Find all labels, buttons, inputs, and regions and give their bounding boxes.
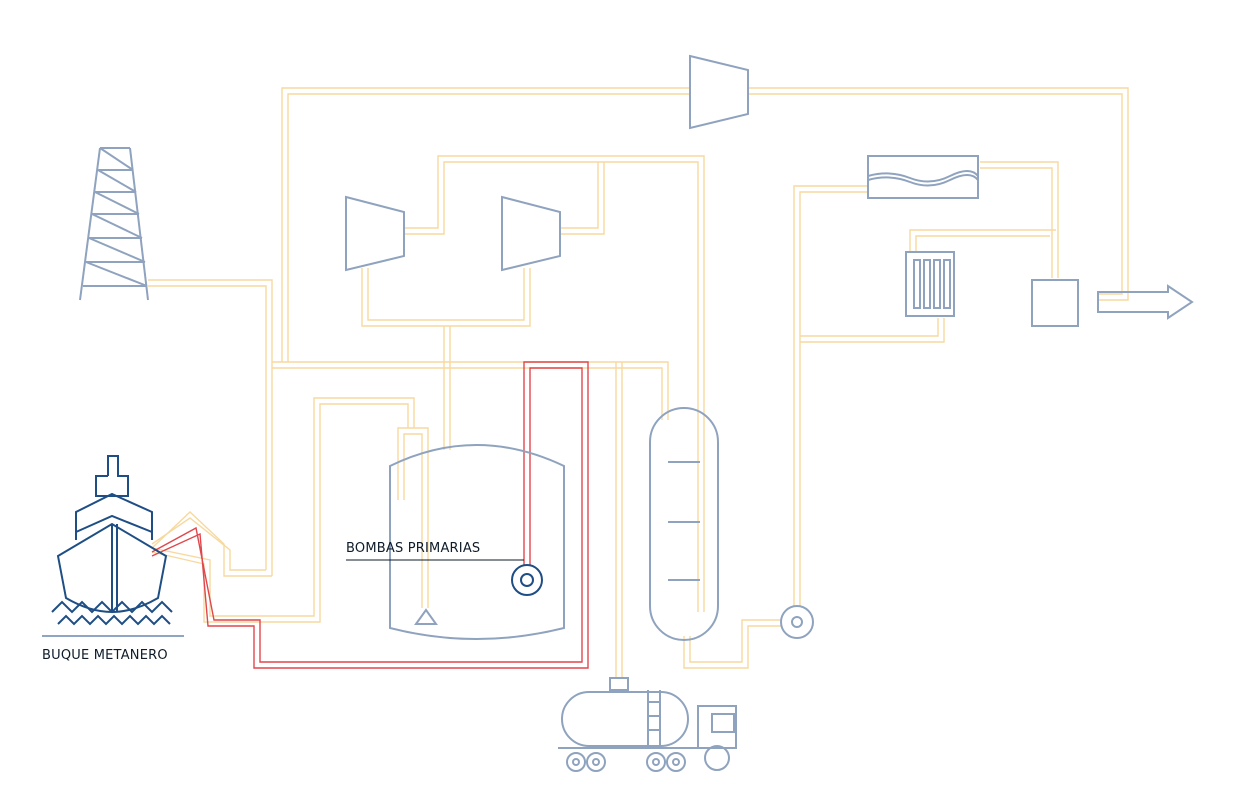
primary-pumps-label: BOMBAS PRIMARIAS [346,541,481,556]
heat-exchanger-icon [867,155,979,199]
process-line [281,87,690,362]
process-line [287,93,690,362]
pump-icon [511,564,543,596]
compressor-icon [501,195,561,272]
primary-unloading-line [151,361,589,669]
process-line [800,318,939,337]
process-line [560,162,605,235]
compressor-icon [345,195,405,272]
process-line [980,161,1059,278]
process-lines [148,87,1129,678]
process-line [915,235,1050,252]
storage-tank-icon [389,444,565,640]
process-line [151,397,415,617]
red-line [151,361,589,669]
process-line [980,167,1053,278]
tanker-truck-icon [558,677,737,772]
red-line [151,367,583,663]
process-line [799,191,868,606]
lng-carrier-ship-icon [42,455,184,637]
vaporizer-icon [905,251,955,317]
export-arrow-icon [1097,284,1194,320]
process-line [800,318,945,343]
process-line [151,511,272,577]
process-line [560,162,599,229]
process-line [748,87,1129,301]
process-line [404,161,699,612]
process-line [367,268,525,321]
metering-box-icon [1031,279,1079,327]
process-line [404,155,705,612]
process-line [148,279,273,576]
process-line [397,427,429,608]
process-line [148,285,267,570]
process-line [689,619,782,663]
compressor-icon [689,54,749,130]
pump-icon [780,605,814,639]
process-line [151,403,409,623]
process-line [683,625,782,669]
drilling-tower-icon [79,147,149,301]
process-line [909,229,1056,252]
process-line [272,361,669,420]
lng-carrier-label: BUQUE METANERO [42,648,168,663]
process-line [272,367,663,420]
process-line [151,517,266,571]
process-line [793,185,868,606]
column-icon [649,407,719,641]
process-line [748,93,1123,295]
process-line [361,268,531,327]
process-line [403,433,423,608]
